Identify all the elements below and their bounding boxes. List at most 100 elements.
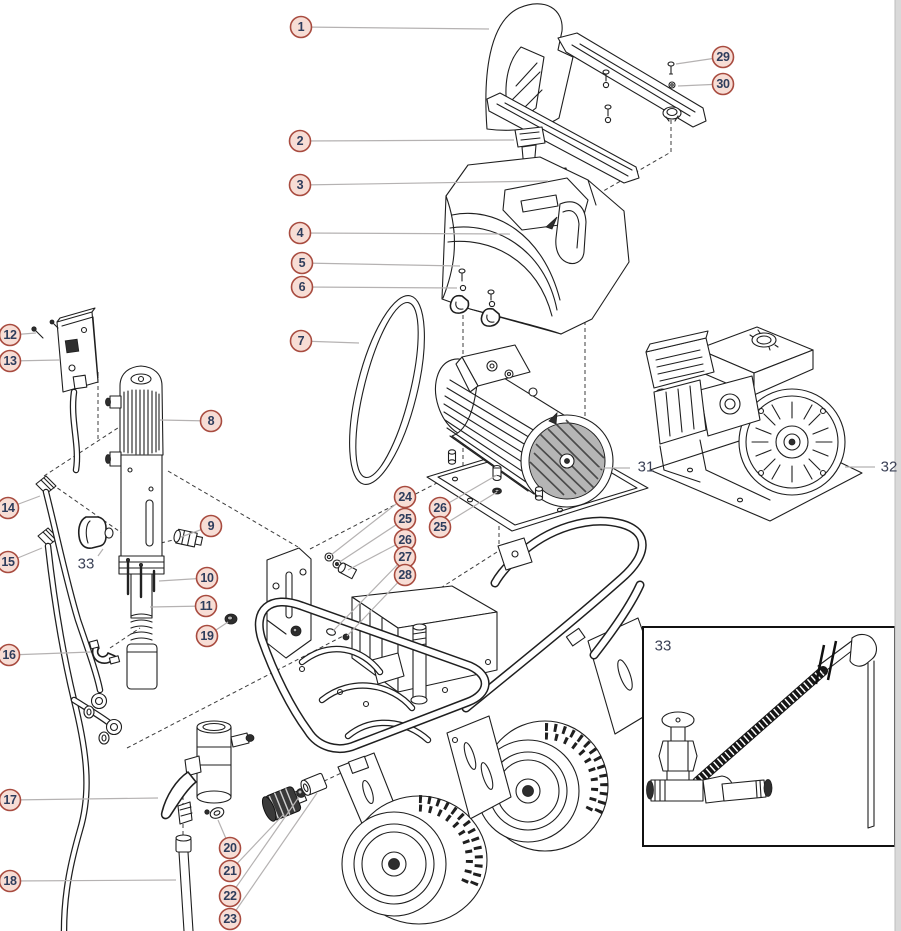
inset-siphon-assembly: [646, 633, 877, 829]
leader-line: [299, 180, 549, 186]
callout-15: 15: [0, 550, 20, 574]
svg-text:30: 30: [716, 77, 730, 91]
drive-belt: [349, 295, 425, 485]
svg-text:7: 7: [298, 334, 305, 348]
callout-1: 1: [289, 15, 313, 39]
svg-text:27: 27: [398, 550, 412, 564]
svg-text:19: 19: [200, 629, 214, 643]
label-33-main: 33: [77, 555, 95, 573]
page-edge-strip: [894, 0, 901, 931]
leader-line: [8, 651, 92, 656]
leader-line: [332, 556, 406, 632]
svg-text:15: 15: [1, 555, 15, 569]
svg-text:14: 14: [1, 501, 15, 515]
svg-text:5: 5: [299, 256, 306, 270]
gas-engine-assembly: [645, 326, 863, 522]
leader-line: [330, 496, 406, 556]
callout-22: 22: [218, 884, 242, 908]
callout-24: 24: [393, 485, 417, 509]
screw-13a: [49, 319, 59, 329]
engine-block: [653, 375, 771, 501]
label-32: 32: [880, 458, 898, 476]
washer-30: [668, 81, 676, 89]
leader-line: [346, 574, 406, 637]
hose-eye-fittings: [83, 692, 123, 745]
leader-line: [299, 139, 515, 142]
leader-line: [299, 232, 511, 235]
electric-motor-assembly: [426, 344, 649, 532]
knob-21: [261, 786, 308, 822]
svg-text:26: 26: [398, 533, 412, 547]
svg-text:25: 25: [398, 512, 412, 526]
spacer-23: [300, 772, 328, 796]
siphon-hoses: [35, 475, 123, 931]
callout-20: 20: [218, 836, 242, 860]
leader-line: [301, 262, 461, 267]
svg-text:10: 10: [200, 571, 214, 585]
screw-b: [604, 104, 612, 124]
svg-text:12: 12: [3, 328, 17, 342]
callout-28: 28: [393, 563, 417, 587]
callout-21: 21: [218, 859, 242, 883]
callout-29: 29: [711, 45, 735, 69]
leader-line: [97, 548, 104, 557]
screw-29: [667, 61, 675, 75]
label-31: 31: [637, 458, 655, 476]
callout-balloons: 1234567891011121314151617181920212223242…: [0, 15, 735, 931]
callout-27: 27: [393, 545, 417, 569]
pump-pins-10: [126, 558, 156, 599]
outlet-fitting-9: [173, 528, 204, 548]
drain-tube: [175, 834, 194, 931]
svg-text:18: 18: [3, 874, 17, 888]
drain-valve: [160, 720, 255, 825]
callout-16: 16: [0, 643, 21, 667]
svg-text:3: 3: [297, 178, 304, 192]
callout-10: 10: [195, 566, 219, 590]
leader-line: [229, 796, 300, 897]
callout-11: 11: [194, 594, 218, 618]
callout-14: 14: [0, 496, 20, 520]
svg-text:9: 9: [208, 519, 215, 533]
motor-mount-bolts: [447, 449, 544, 501]
engine-fuel-tank: [697, 326, 814, 396]
svg-text:20: 20: [223, 841, 237, 855]
svg-text:28: 28: [398, 568, 412, 582]
svg-text:23: 23: [223, 912, 237, 926]
svg-text:17: 17: [3, 793, 17, 807]
svg-text:1: 1: [298, 20, 305, 34]
leader-line: [9, 797, 159, 801]
pump-assembly: [105, 365, 204, 690]
leader-line: [9, 879, 177, 882]
hose-clamp: [88, 639, 121, 665]
leader-lines: [7, 26, 875, 920]
label-33-inset: 33: [654, 637, 672, 655]
svg-text:22: 22: [223, 889, 237, 903]
svg-text:2: 2: [297, 134, 304, 148]
callout-13: 13: [0, 349, 22, 373]
svg-text:29: 29: [716, 50, 730, 64]
cover-screws: [449, 268, 501, 327]
svg-text:4: 4: [297, 226, 304, 240]
handle-screws: [602, 61, 676, 124]
callout-8: 8: [199, 409, 223, 433]
callout-3: 3: [288, 173, 312, 197]
engine-flywheel: [738, 388, 846, 496]
svg-text:8: 8: [208, 414, 215, 428]
callout-23: 23: [218, 907, 242, 931]
callout-5: 5: [290, 251, 314, 275]
callout-26: 26: [428, 496, 452, 520]
callout-4: 4: [288, 221, 312, 245]
callout-30: 30: [711, 72, 735, 96]
leader-line: [301, 286, 458, 289]
callout-7: 7: [289, 329, 313, 353]
engine-cover: [441, 156, 630, 335]
svg-text:21: 21: [223, 864, 237, 878]
pressure-knob-parts: [204, 772, 328, 822]
nut-19: [224, 613, 238, 625]
callout-2: 2: [288, 129, 312, 153]
callout-19: 19: [195, 624, 219, 648]
svg-text:11: 11: [200, 599, 213, 613]
callout-12: 12: [0, 323, 22, 347]
leader-line: [229, 813, 285, 872]
svg-text:16: 16: [2, 648, 16, 662]
